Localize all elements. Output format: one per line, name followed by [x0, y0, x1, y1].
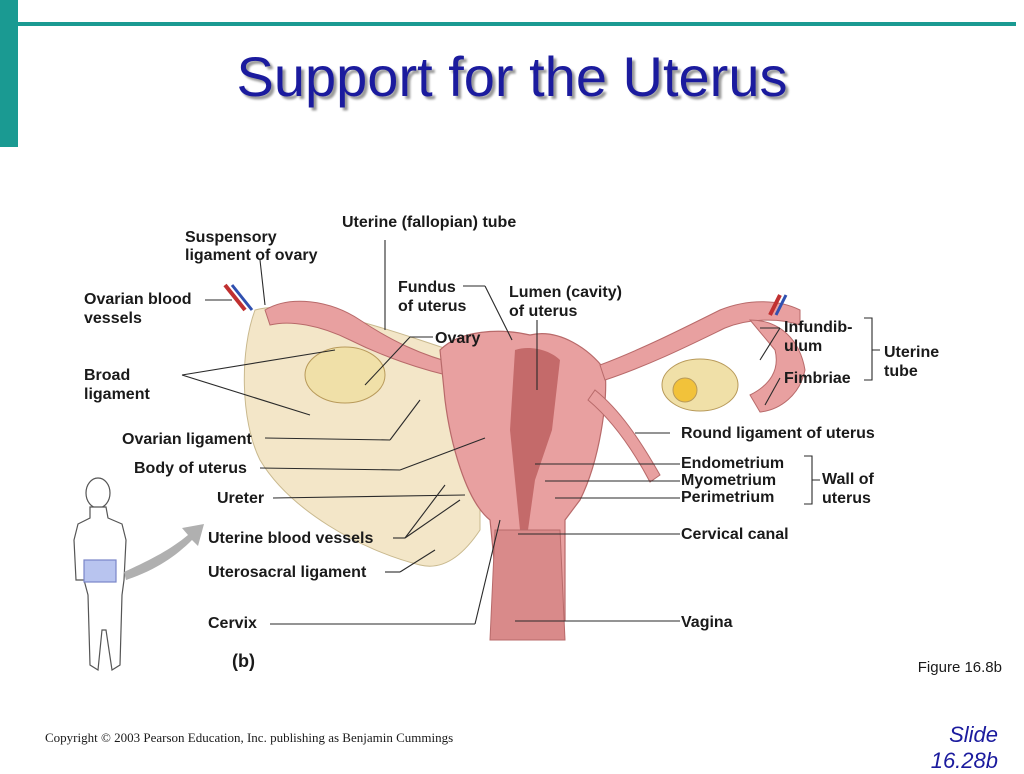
label-lumen-1: Lumen (cavity) — [509, 284, 622, 301]
copyright: Copyright © 2003 Pearson Education, Inc.… — [45, 730, 454, 745]
label-cervix: Cervix — [208, 615, 257, 632]
label-uterine-tube: Uterine (fallopian) tube — [342, 214, 516, 231]
panel-label: (b) — [232, 651, 255, 671]
label-broad-1: Broad — [84, 367, 130, 384]
leader-lines — [181, 240, 880, 625]
fimbriae-shape — [748, 319, 806, 413]
label-uterine-vessels: Uterine blood vessels — [208, 530, 373, 547]
label-vagina: Vagina — [681, 614, 733, 631]
label-infundibulum-1: Infundib- — [784, 319, 852, 336]
uterine-lumen-shape — [510, 348, 560, 530]
label-round-ligament: Round ligament of uterus — [681, 425, 875, 442]
slide-label: Slide — [949, 722, 998, 747]
label-ovarian-vessels-2: vessels — [84, 310, 142, 327]
label-perimetrium: Perimetrium — [681, 489, 774, 506]
label-lumen-2: of uterus — [509, 303, 578, 320]
label-myometrium: Myometrium — [681, 472, 776, 489]
vagina-shape — [489, 529, 566, 641]
round-ligament-shape — [587, 389, 661, 483]
accent-bar — [0, 0, 18, 147]
right-tube-shape — [599, 301, 801, 381]
body-silhouette — [73, 477, 127, 672]
arrow-icon — [124, 524, 204, 580]
label-wall-2: uterus — [822, 490, 871, 507]
label-broad-2: ligament — [84, 386, 150, 403]
uterus-diagram: Suspensory ligament of ovary Uterine (fa… — [73, 214, 939, 672]
label-fundus-2: of uterus — [398, 298, 467, 315]
label-uterine-tube-group-1: Uterine — [884, 344, 939, 361]
figure-number: Figure 16.8b — [917, 659, 1002, 676]
slide-title: Support for the Uterus — [236, 45, 788, 108]
label-body-of-uterus: Body of uterus — [134, 460, 247, 477]
right-ovary-shape — [661, 358, 739, 412]
left-ovary-shape — [304, 346, 386, 404]
label-fundus-1: Fundus — [398, 279, 456, 296]
label-infundibulum-2: ulum — [784, 338, 822, 355]
label-suspensory-1: Suspensory — [185, 229, 277, 246]
label-uterine-tube-group-2: tube — [884, 363, 918, 380]
label-ovarian-ligament: Ovarian ligament — [122, 431, 252, 448]
accent-line — [18, 22, 1016, 26]
slide-id: 16.28b — [930, 748, 998, 773]
label-suspensory-2: ligament of ovary — [185, 247, 318, 264]
label-ureter: Ureter — [217, 490, 264, 507]
label-uterosacral: Uterosacral ligament — [208, 564, 367, 581]
label-wall-1: Wall of — [822, 471, 875, 488]
label-ovary: Ovary — [435, 330, 480, 347]
label-ovarian-vessels-1: Ovarian blood — [84, 291, 192, 308]
slide-number: Slide 16.28b — [878, 722, 998, 774]
label-endometrium: Endometrium — [681, 455, 784, 472]
label-cervical-canal: Cervical canal — [681, 526, 789, 543]
label-fimbriae: Fimbriae — [784, 370, 851, 387]
